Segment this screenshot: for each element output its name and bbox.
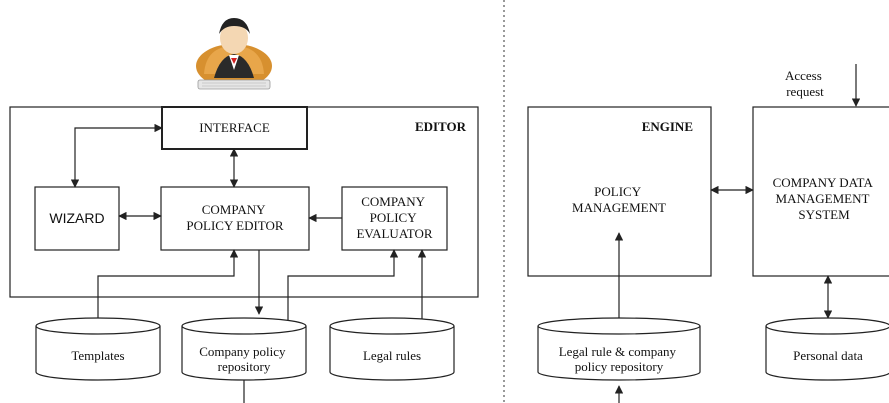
interface-label: INTERFACE [199, 120, 270, 135]
svg-text:Templates: Templates [71, 348, 124, 363]
policy-evaluator-box [341, 186, 448, 251]
templates-to-editor-arrow [97, 249, 239, 322]
legal-company-repository-store: Legal rule & company policy repository [537, 317, 701, 381]
wizard-box [34, 186, 120, 251]
repository-to-evaluator-arrow [287, 249, 399, 322]
policy-evaluator-label: COMPANY POLICY EVALUATOR [356, 194, 432, 241]
svg-text:Legal rule & company pol: Legal rule & company policy repository [559, 344, 680, 374]
legal-rules-store: Legal rules [329, 317, 455, 381]
wizard-interface-arrow [70, 123, 163, 188]
company-policy-repository-store: Company policy repository [181, 317, 307, 381]
policy-management-label: POLICY MANAGEMENT [572, 184, 666, 215]
svg-text:Personal data: Personal data [793, 348, 863, 363]
personal-data-store: Personal data [765, 317, 889, 381]
engine-title: ENGINE [642, 119, 693, 134]
access-request-label: Access request [785, 68, 825, 99]
policy-editor-label: COMPANY POLICY EDITOR [186, 202, 283, 233]
user-at-keyboard-icon [182, 10, 288, 96]
svg-text:Company policy repositor: Company policy repository [199, 344, 289, 374]
editor-title: EDITOR [415, 119, 467, 134]
wizard-label: WIZARD [49, 210, 104, 226]
svg-text:Legal rules: Legal rules [363, 348, 421, 363]
templates-store: Templates [35, 317, 161, 381]
cdms-label: COMPANY DATA MANAGEMENT SYSTEM [773, 175, 876, 222]
